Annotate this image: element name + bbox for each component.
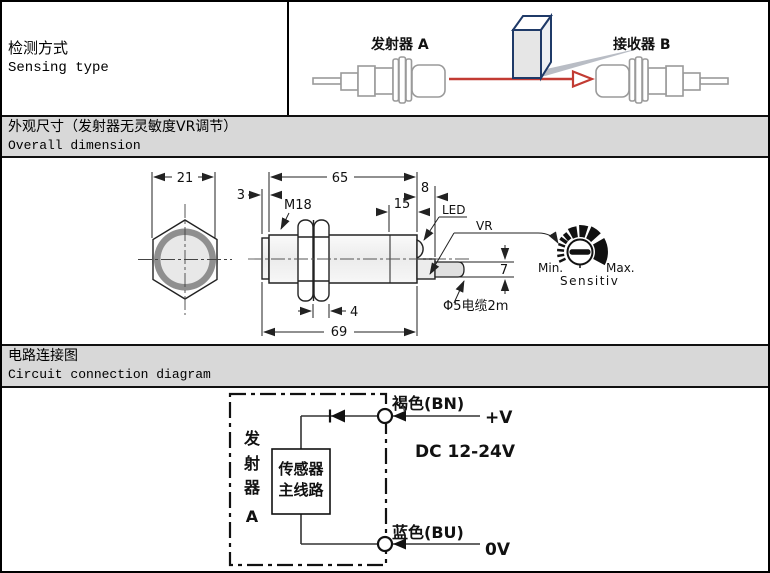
zero-v-arrow xyxy=(393,538,406,550)
cable-gland xyxy=(416,258,436,280)
dim-21-label: 21 xyxy=(177,171,194,186)
dim-65 xyxy=(268,172,418,232)
brown-wire-label: 褐色(BN) xyxy=(391,394,464,413)
sensing-type-diagram: 发射器 A 接收器 B xyxy=(312,12,729,104)
dimension-title-zh: 外观尺寸（发射器无灵敏度VR调节） xyxy=(8,119,238,135)
dim-3-label: 3 xyxy=(237,188,245,203)
svg-text:发: 发 xyxy=(243,429,261,448)
plus-v-arrow xyxy=(393,410,406,422)
led-arrow xyxy=(423,216,467,241)
cable xyxy=(434,261,465,278)
dial-sensitiv-label: Sensitiv xyxy=(560,274,619,288)
m18-label: M18 xyxy=(284,198,312,213)
dim-69-label: 69 xyxy=(331,325,348,340)
sensing-type-title-cell: 检测方式 Sensing type xyxy=(2,2,289,115)
dim-3 xyxy=(248,189,282,234)
sensing-type-title-zh: 检测方式 xyxy=(8,39,69,57)
dimension-title-en: Overall dimension xyxy=(8,138,141,153)
sensor-circuit-line2: 主线路 xyxy=(278,481,324,499)
sensor-main-circuit-box xyxy=(271,448,331,515)
dim-4-label: 4 xyxy=(350,305,358,320)
svg-text:器: 器 xyxy=(243,478,261,497)
sensitivity-dial xyxy=(556,224,608,268)
dim-65-label: 65 xyxy=(332,171,349,186)
cable-spec-label: Φ5电缆2m xyxy=(443,298,508,314)
target-object-box xyxy=(511,12,553,82)
led-label: LED xyxy=(442,203,466,217)
overall-dimension-drawing: 21 xyxy=(138,171,635,340)
dim-69 xyxy=(261,282,418,337)
circuit-section-header: 电路连接图 Circuit connection diagram xyxy=(2,344,768,388)
led-dome xyxy=(416,239,424,259)
vr-arrows xyxy=(429,231,559,275)
dial-wedges xyxy=(567,224,608,266)
transmitter-sensor-drawing xyxy=(312,56,446,104)
svg-text:A: A xyxy=(246,507,259,526)
dial-slot xyxy=(569,249,591,255)
svg-text:射: 射 xyxy=(243,454,260,473)
light-beam-arrow xyxy=(449,69,595,89)
dial-max-label: Max. xyxy=(606,261,635,275)
supply-label: DC 12-24V xyxy=(415,442,516,462)
dim-15 xyxy=(376,205,430,232)
transmitter-label: 发射器 A xyxy=(370,36,429,53)
sensing-type-row: 检测方式 Sensing type xyxy=(2,2,768,115)
front-view-hexagon xyxy=(138,204,232,315)
dimension-section-header: 外观尺寸（发射器无灵敏度VR调节） Overall dimension xyxy=(2,115,768,158)
transmitter-box-label: 发 射 器 A xyxy=(243,429,261,526)
sensor-circuit-line1: 传感器 xyxy=(277,460,324,478)
transmitter-boundary-box xyxy=(228,392,388,567)
dim-15-label: 15 xyxy=(394,197,411,212)
circuit-wires xyxy=(300,415,480,545)
dim-4 xyxy=(298,304,346,318)
side-view-sensor xyxy=(248,219,472,302)
terminal-blue xyxy=(376,535,394,553)
cable-arrow xyxy=(453,280,465,304)
receiver-sensor-drawing xyxy=(595,56,729,104)
terminal-brown xyxy=(376,407,394,425)
dim-21 xyxy=(151,172,216,238)
dim-8-label: 8 xyxy=(421,181,429,196)
dim-7 xyxy=(439,245,514,294)
sensing-type-title-en: Sensing type xyxy=(8,60,109,76)
dim-7-label: 7 xyxy=(500,263,508,278)
blue-wire-label: 蓝色(BU) xyxy=(392,523,464,542)
hex-nuts xyxy=(297,219,330,302)
circuit-diagram: 传感器 主线路 发 射 器 A 褐色(BN) +V DC 12-24V 蓝色(B… xyxy=(228,392,516,567)
dial-ticks xyxy=(556,232,572,263)
vr-label: VR xyxy=(476,219,493,233)
receiver-label: 接收器 B xyxy=(613,36,671,53)
plus-v-label: +V xyxy=(485,408,513,428)
m18-arrow xyxy=(280,212,290,230)
diode xyxy=(328,409,345,423)
zero-v-label: 0V xyxy=(485,540,511,560)
dim-8 xyxy=(404,186,448,257)
circuit-title-en: Circuit connection diagram xyxy=(8,367,211,382)
dial-min-label: Min. xyxy=(538,261,563,275)
circuit-title-zh: 电路连接图 xyxy=(8,348,78,364)
